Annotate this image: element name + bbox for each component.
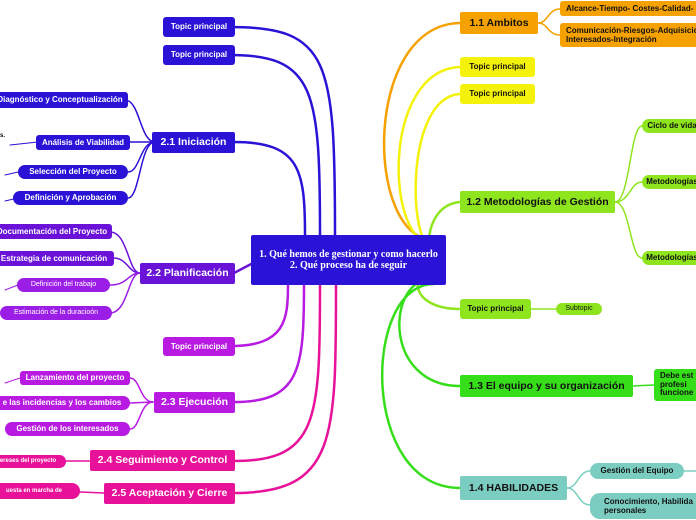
topic-principal-right-1[interactable]: Topic principal — [460, 57, 535, 77]
ejecucion-child-interesados[interactable]: Gestión de los interesados — [5, 422, 130, 436]
ambitos-child-alcance[interactable]: Alcance-Tiempo- Costes-Calidad- — [560, 1, 696, 16]
equipo-child[interactable]: Debe est y profesi funcione — [654, 369, 696, 401]
aceptacion-node[interactable]: 2.5 Aceptación y Cierre — [104, 483, 235, 504]
ejecucion-child-lanzamiento[interactable]: Lanzamiento del proyecto — [20, 371, 130, 385]
seguimiento-node[interactable]: 2.4 Seguimiento y Control — [90, 450, 235, 471]
habilidades-child-conocimiento[interactable]: Conocimiento, Habilida personales — [590, 493, 696, 519]
planificacion-child-estimacion[interactable]: Estimación de la duracioón — [0, 306, 112, 320]
link-topic-2 — [414, 92, 462, 252]
central-topic-line-2: 2. Qué proceso ha de seguir — [289, 260, 408, 271]
central-topic[interactable]: 1. Qué hemos de gestionar y como hacerlo… — [251, 235, 446, 285]
metodologias-child-ciclo[interactable]: Ciclo de vida — [642, 119, 696, 133]
topic-principal-top-2[interactable]: Topic principal — [163, 45, 235, 65]
aceptacion-child[interactable]: uesta en marcha de — [0, 483, 80, 499]
link-seguimiento — [232, 283, 322, 463]
ambitos-child-comunicacion[interactable]: Comunicación-Riesgos-Adquisició Interesa… — [560, 23, 696, 47]
link-habilidades — [380, 282, 462, 490]
link-ambitos — [382, 21, 462, 242]
central-topic-line-1: 1. Qué hemos de gestionar y como hacerlo — [259, 248, 438, 260]
habilidades-node[interactable]: 1.4 HABILIDADES — [460, 476, 567, 500]
link-iniciacion — [232, 140, 307, 237]
ejecucion-child-incidencias[interactable]: e las incidencias y los cambios — [0, 396, 130, 410]
planificacion-child-comunicacion[interactable]: Estrategia de comunicación — [0, 251, 114, 266]
topic-principal-right-3[interactable]: Topic principal — [460, 299, 531, 319]
link-topic-top-1 — [228, 25, 337, 237]
ambitos-node[interactable]: 1.1 Ambitos — [460, 12, 538, 34]
iniciacion-child-definicion[interactable]: Definición y Aprobación — [13, 191, 128, 205]
iniciacion-child-viabilidad[interactable]: Análisis de Viabilidad — [36, 135, 130, 150]
iniciacion-child-diagnostico[interactable]: Diagnóstico y Conceptualización — [0, 92, 128, 108]
ejecucion-node[interactable]: 2.3 Ejecución — [154, 392, 235, 413]
link-topic-mid — [229, 283, 290, 348]
link-topic-1 — [397, 65, 462, 247]
iniciacion-fragment-text: s. — [0, 132, 6, 139]
topic-principal-right-2[interactable]: Topic principal — [460, 84, 535, 104]
planificacion-child-documentacion[interactable]: Documentación del Proyecto — [0, 224, 112, 239]
subtopic-node[interactable]: Subtopic — [556, 303, 602, 315]
metodologias-child-1[interactable]: Metodologías — [642, 175, 696, 189]
seguimiento-child[interactable]: ereses del proyecto — [0, 455, 66, 468]
planificacion-node[interactable]: 2.2 Planificación — [140, 263, 235, 284]
metodologias-node[interactable]: 1.2 Metodologías de Gestión — [460, 191, 615, 213]
topic-principal-top-1[interactable]: Topic principal — [163, 17, 235, 37]
iniciacion-node[interactable]: 2.1 Iniciación — [152, 132, 235, 153]
link-aceptacion — [232, 283, 338, 495]
link-topic-top-2 — [228, 53, 322, 237]
metodologias-child-2[interactable]: Metodologías — [642, 251, 696, 265]
topic-principal-mid[interactable]: Topic principal — [163, 337, 235, 356]
iniciacion-child-seleccion[interactable]: Selección del Proyecto — [18, 165, 128, 179]
equipo-node[interactable]: 1.3 El equipo y su organización — [460, 375, 633, 397]
planificacion-child-definicion-trabajo[interactable]: Definición del trabajo — [17, 278, 110, 292]
link-ejecucion — [232, 283, 306, 404]
habilidades-child-gestion[interactable]: Gestión del Equipo — [590, 463, 684, 479]
